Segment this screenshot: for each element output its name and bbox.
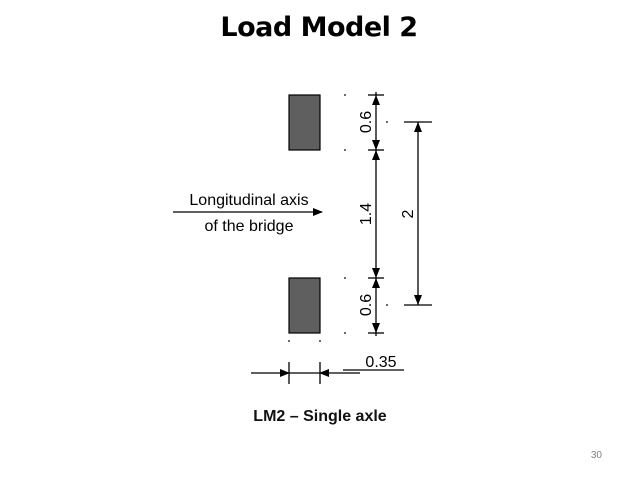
dim-label-top: 0.6 <box>358 111 375 133</box>
dim-label-middle: 1.4 <box>358 203 375 225</box>
dim-label-bottom: 0.6 <box>358 294 375 316</box>
bottom-wheel-patch <box>288 277 321 334</box>
slide-title: Load Model 2 <box>220 12 418 43</box>
dimension-arrowheads <box>372 95 380 333</box>
axis-label-line1: Longitudinal axis <box>189 192 308 209</box>
page-number: 30 <box>590 450 602 461</box>
width-dimension <box>251 362 404 384</box>
total-dimension-arrowheads <box>414 122 422 305</box>
axis-label-line2: of the bridge <box>205 218 294 235</box>
dim-label-total: 2 <box>400 209 417 218</box>
diagram-caption: LM2 – Single axle <box>253 408 387 425</box>
top-wheel-patch <box>288 94 321 151</box>
extension-dots <box>288 94 388 342</box>
dim-label-width: 0.35 <box>365 354 396 371</box>
